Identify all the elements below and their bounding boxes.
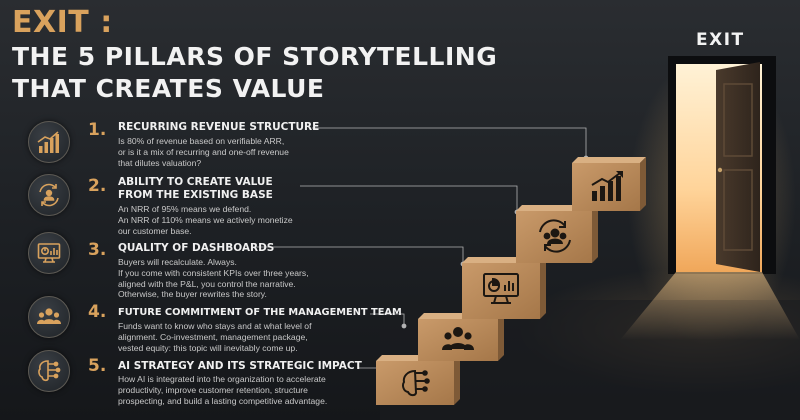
ai-brain-icon [28,350,70,392]
pillar-title: FUTURE COMMITMENT OF THE MANAGEMENT TEAM [118,306,402,319]
pillar-text-line: How AI is integrated into the organizati… [118,374,326,384]
pillar-text-line: productivity, improve customer retention… [118,384,308,395]
pillar-title-line: FUTURE COMMITMENT OF THE MANAGEMENT TEAM [118,307,402,318]
team-group-icon [28,296,70,338]
pillar-text: An NRR of 95% means we defend. An NRR of… [118,204,293,236]
title-exit: EXIT : [12,5,113,40]
pillar-text-line: Funds want to know who stays and at what… [118,321,312,331]
pillar-text-line: our customer base. [118,225,192,236]
wood-block-5 [376,355,460,405]
pillar-text: How AI is integrated into the organizati… [118,374,327,406]
pillar-text-line: prospecting, and build a lasting competi… [118,395,328,406]
pillar-title-line: RECURRING REVENUE STRUCTURE [118,121,320,133]
team-cycle-icon [28,174,70,216]
pillar-title: ABILITY TO CREATE VALUE FROM THE EXISTIN… [118,176,273,202]
pillar-text-line: or is it a mix of recurring and one-off … [118,146,289,157]
pillar-number: 5. [88,356,107,376]
pillar-text-line: vested equity: this topic will inevitabl… [118,342,298,353]
pillar-text-line: An NRR of 110% means we actively monetiz… [118,214,293,225]
wood-block-1 [572,157,646,211]
pillar-number: 1. [88,120,107,140]
pillar-text-line: Buyers will recalculate. Always. [118,257,237,267]
pillar-title-line: QUALITY OF DASHBOARDS [118,242,275,254]
pillar-number: 4. [88,302,107,322]
pillar-text-line: alignment. Co-investment, management pac… [118,331,308,342]
pillar-title: RECURRING REVENUE STRUCTURE [118,121,319,134]
pillar-text-line: Is 80% of revenue based on verifiable AR… [118,136,285,146]
pillar-text-line: An NRR of 95% means we defend. [118,204,252,214]
pillar-text-line: that dilutes valuation? [118,157,202,168]
wood-block-4 [418,313,504,361]
pillar-title: AI STRATEGY AND ITS STRATEGIC IMPACT [118,360,362,373]
wood-block-3 [462,257,546,319]
pillar-number: 2. [88,176,107,196]
pillar-text-line: Otherwise, the buyer rewrites the story. [118,289,267,300]
pillar-number: 3. [88,240,107,260]
pillar-title-line: ABILITY TO CREATE VALUE [118,176,273,188]
exit-sign: EXIT [696,30,745,50]
pillar-4: 4. FUTURE COMMITMENT OF THE MANAGEMENT T… [0,296,402,376]
pillar-text: Is 80% of revenue based on verifiable AR… [118,136,289,168]
title-line-2: THE 5 PILLARS OF STORYTELLING [12,42,498,71]
pillar-5: 5. AI STRATEGY AND ITS STRATEGIC IMPACT … [0,350,400,420]
pillar-text-line: If you come with consistent KPIs over th… [118,267,309,278]
pillar-title-line: AI STRATEGY AND ITS STRATEGIC IMPACT [118,360,362,372]
pillar-title: QUALITY OF DASHBOARDS [118,242,274,255]
wood-block-2 [516,205,598,263]
dashboard-monitor-icon [28,232,70,274]
pillar-text: Buyers will recalculate. Always. If you … [118,257,309,300]
pillar-text: Funds want to know who stays and at what… [118,321,311,353]
title-line-3: THAT CREATES VALUE [12,74,325,103]
exit-door [620,56,800,340]
pillar-title-line: FROM THE EXISTING BASE [118,189,273,201]
pillar-text-line: aligned with the P&L, you control the na… [118,278,296,289]
pillar-2: 2. ABILITY TO CREATE VALUE FROM THE EXIS… [0,172,400,242]
pillar-3: 3. QUALITY OF DASHBOARDS Buyers will rec… [0,232,400,308]
bar-chart-growth-icon [28,121,70,163]
pillar-1: 1. RECURRING REVENUE STRUCTURE Is 80% of… [0,116,400,186]
